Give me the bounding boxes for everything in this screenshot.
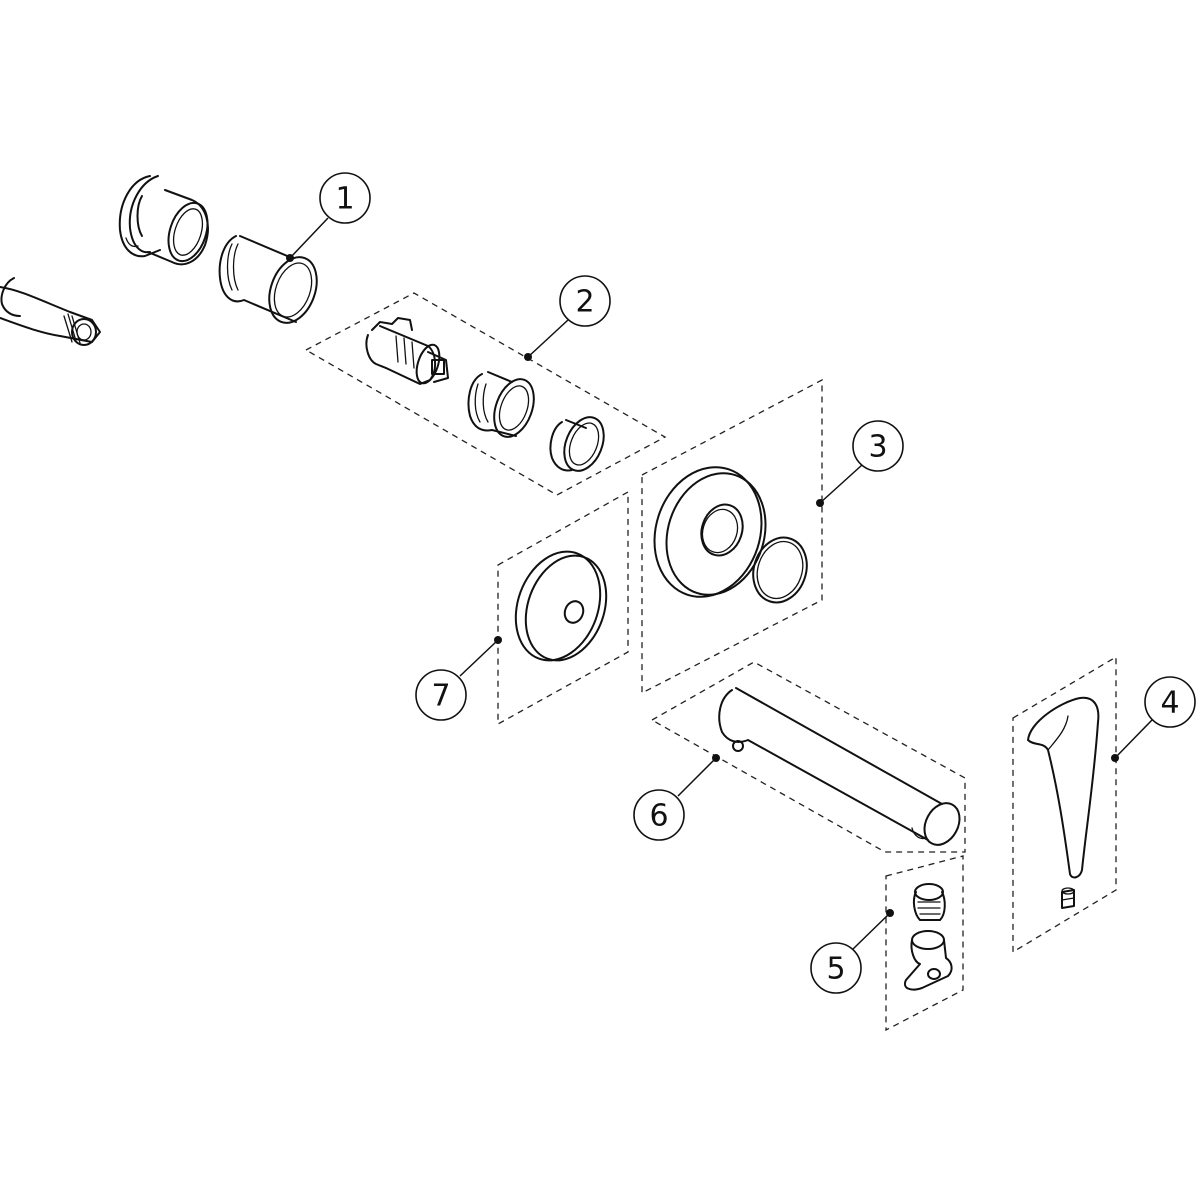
callout-5-label: 5 xyxy=(826,952,845,987)
group-2-outline xyxy=(304,292,667,496)
cartridge-ring xyxy=(549,416,605,472)
group-4-outline xyxy=(1012,655,1117,954)
callout-1-label: 1 xyxy=(335,182,354,217)
handle-screw xyxy=(1061,887,1075,909)
leader-lines xyxy=(289,217,1153,951)
leader-dots xyxy=(286,254,1119,917)
o-ring xyxy=(752,536,808,604)
callout-2: 2 xyxy=(559,275,611,327)
callout-7-label: 7 xyxy=(431,679,450,714)
lever-handle xyxy=(1027,696,1100,879)
callout-4: 4 xyxy=(1144,676,1196,728)
cartridge xyxy=(365,317,449,385)
group-6-outline xyxy=(650,661,966,853)
callout-2-label: 2 xyxy=(575,285,594,320)
callout-4-label: 4 xyxy=(1160,686,1179,721)
callout-3-label: 3 xyxy=(868,430,887,465)
aerator xyxy=(912,883,946,921)
callout-5: 5 xyxy=(810,942,862,994)
callout-3: 3 xyxy=(852,420,904,472)
callout-7: 7 xyxy=(415,669,467,721)
spout-cover-plate xyxy=(514,550,608,662)
group-5-outline xyxy=(885,855,964,1032)
callout-1: 1 xyxy=(319,172,371,224)
callout-6: 6 xyxy=(633,789,685,841)
group-3-outline xyxy=(641,378,823,695)
aerator-housing xyxy=(904,930,953,991)
sleeve xyxy=(218,235,318,324)
group-7-outline xyxy=(497,490,629,726)
mounting-flange xyxy=(118,175,209,266)
spout xyxy=(718,687,961,846)
cartridge-nut xyxy=(467,371,535,438)
callout-6-label: 6 xyxy=(649,799,668,834)
wall-spout-connector xyxy=(0,277,101,346)
